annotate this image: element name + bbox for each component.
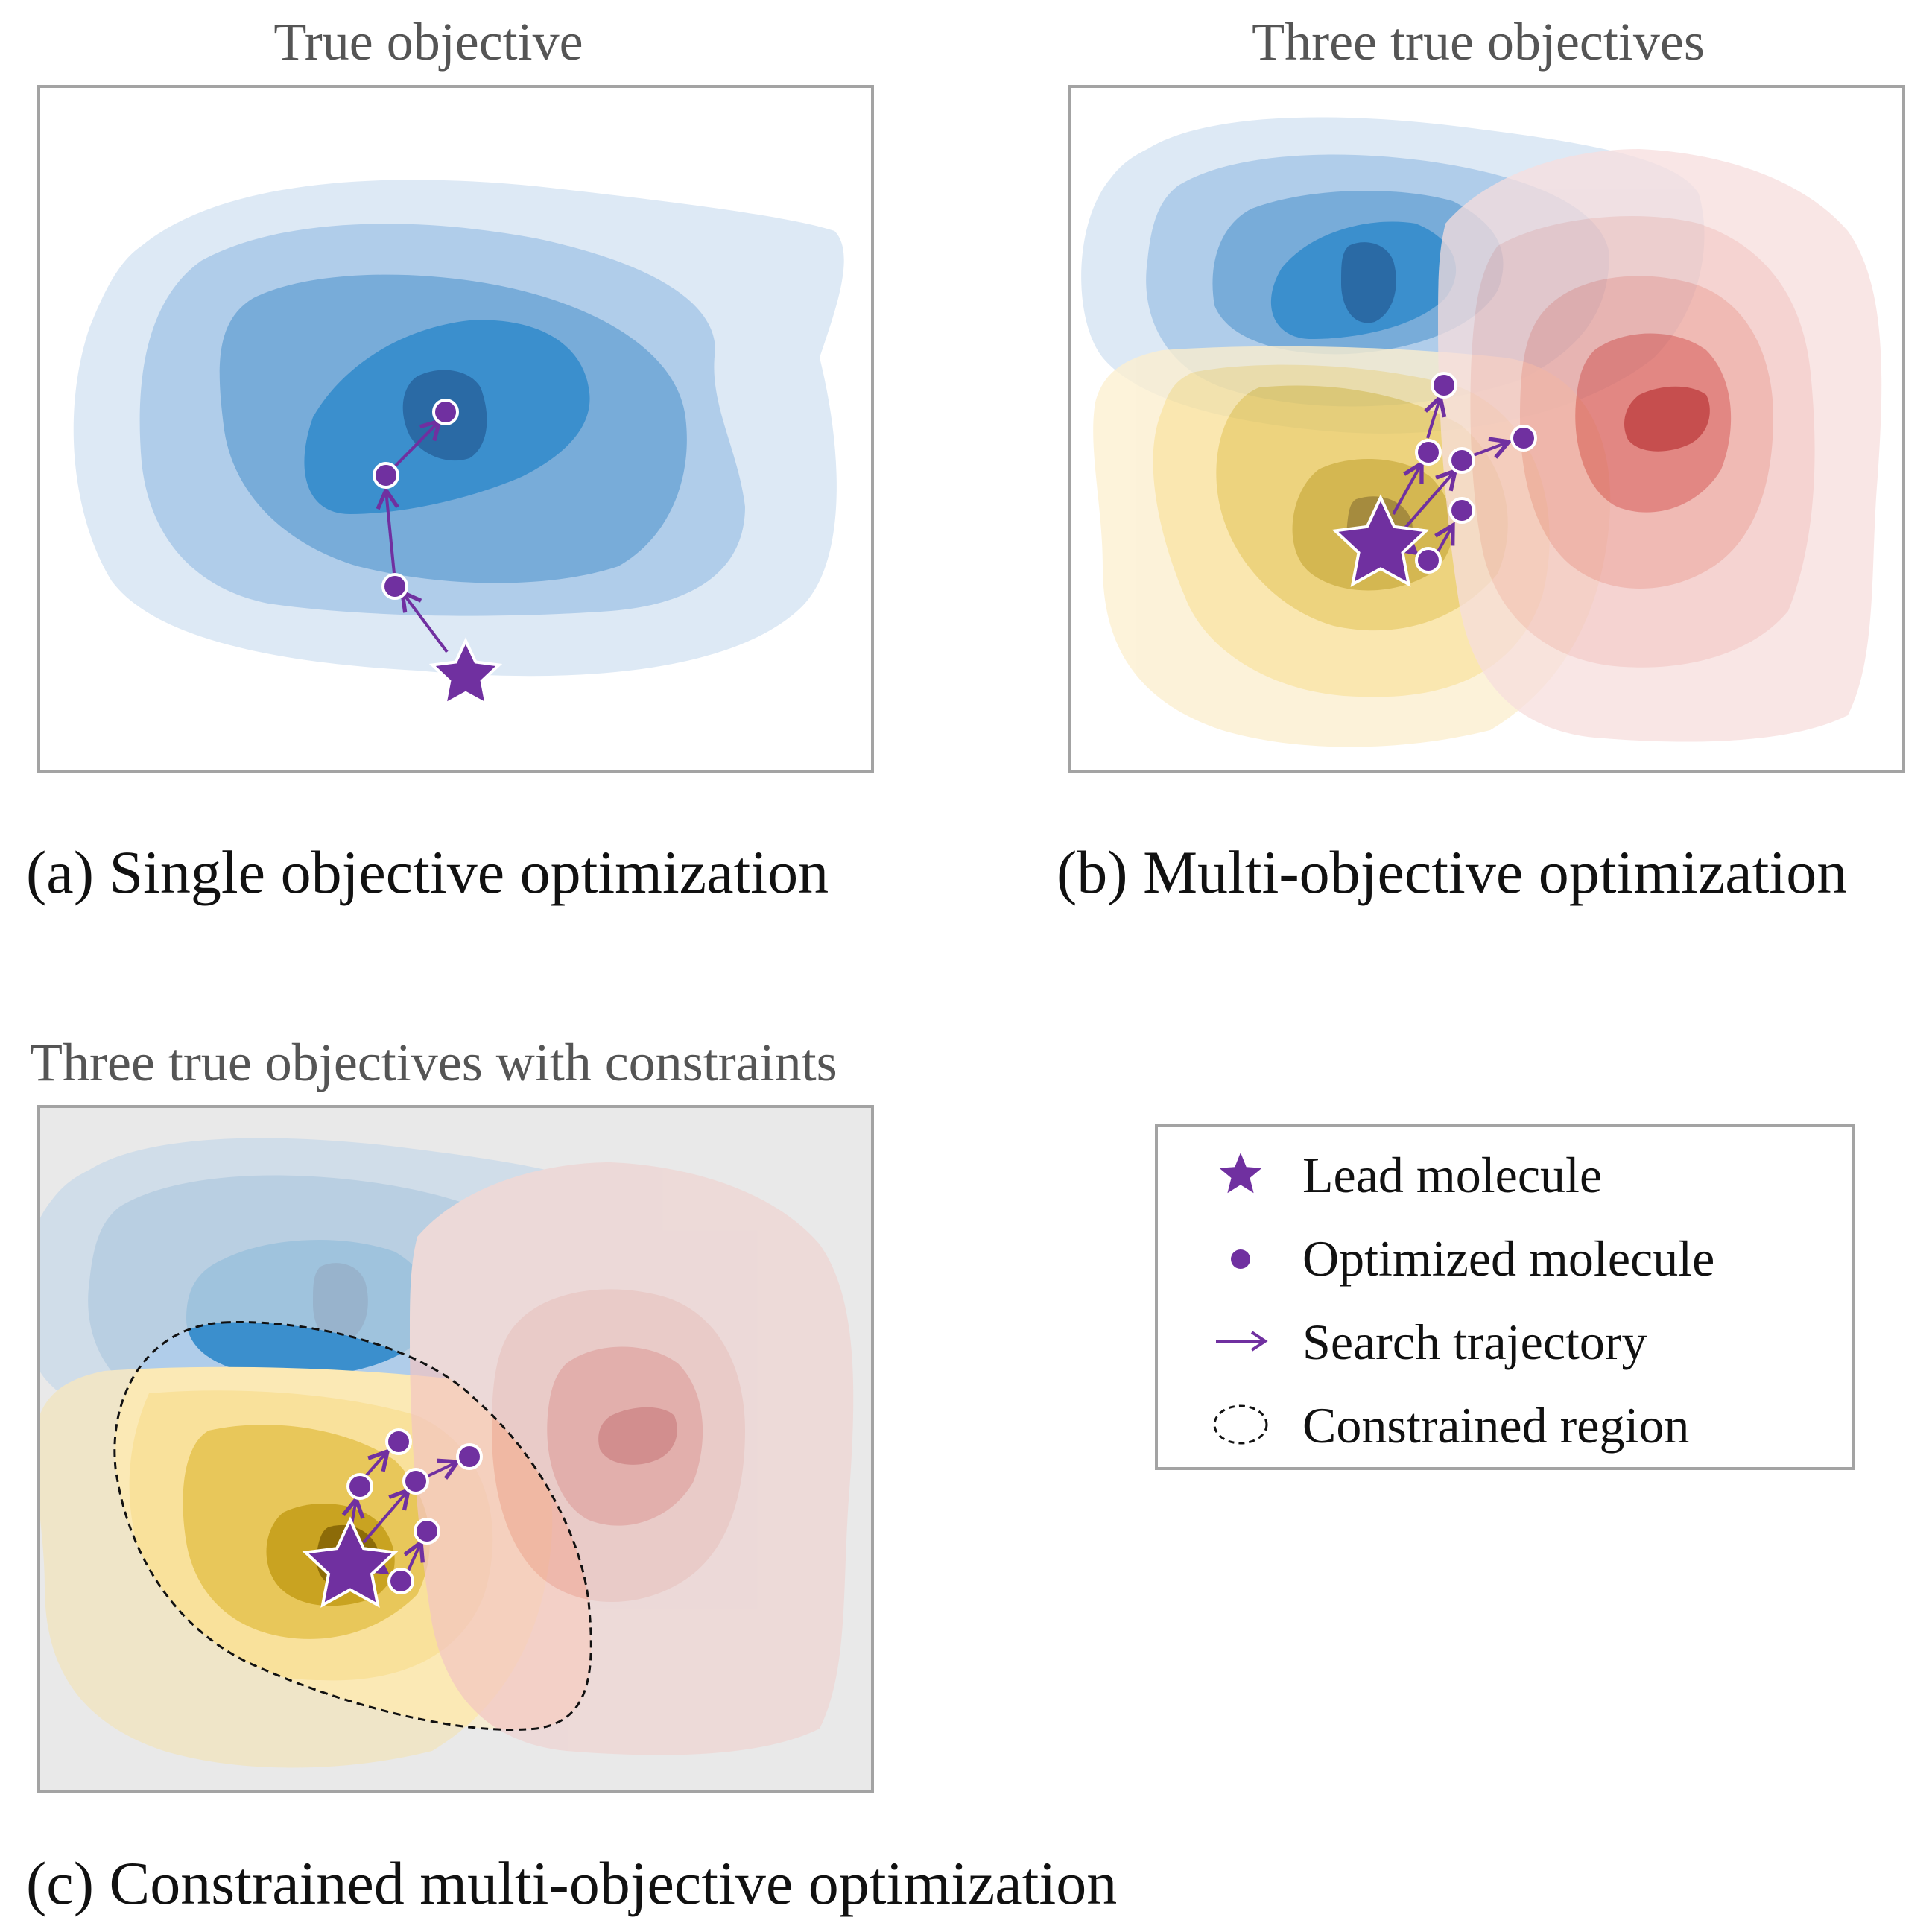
panel-a-trajectory (373, 399, 503, 707)
lead-molecule-star (428, 637, 503, 707)
optimized-molecule (456, 1443, 483, 1470)
trajectory-arrow (425, 1462, 457, 1477)
trajectory-arrow (362, 1490, 408, 1544)
lead-molecule-star (302, 1516, 399, 1608)
trajectory-arrow (364, 1451, 387, 1478)
panel-b-trajectory (1331, 372, 1537, 587)
legend-frame (1155, 1124, 1855, 1470)
legend-label-search-trajectory: Search trajectory (1302, 1314, 1647, 1370)
panel-a-title: True objective (273, 12, 583, 72)
optimized-molecule (414, 1518, 440, 1545)
optimized-molecule (381, 573, 408, 600)
trajectory-arrow (1428, 397, 1440, 439)
dashed-ellipse-icon (1213, 1404, 1268, 1445)
panel-b-caption: (b) Multi-objective optimization (1057, 838, 1847, 906)
optimized-molecule (1510, 425, 1537, 452)
trajectory-arrow (402, 592, 449, 653)
optimized-molecule (402, 1468, 429, 1495)
star-icon (1219, 1153, 1262, 1194)
panel-b-title: Three true objectives (1252, 12, 1705, 72)
panel-c-title: Three true objectives with constraints (30, 1033, 837, 1092)
trajectory-arrow (1471, 442, 1509, 456)
legend-label-constrained-region: Constrained region (1302, 1397, 1689, 1454)
optimized-molecule (1415, 439, 1442, 466)
arrow-icon (1216, 1331, 1268, 1352)
blue-objective-contours (73, 180, 844, 677)
trajectory-arrow (386, 490, 395, 582)
trajectory-arrow (1399, 471, 1455, 534)
lead-molecule-star (1331, 494, 1430, 587)
optimized-molecule (385, 1428, 412, 1455)
panel-a-plot (73, 180, 844, 707)
trajectory-arrow (1438, 525, 1453, 552)
panel-c-caption: (c) Constrained multi-objective optimiza… (26, 1849, 1117, 1917)
faded-contours (39, 1138, 854, 1768)
red-objective-contours (1438, 149, 1882, 742)
constrained-region-boundary (113, 1321, 592, 1732)
panel-a-frame (37, 85, 874, 773)
panel-c-trajectory (302, 1428, 483, 1608)
panel-c-frame (37, 1105, 874, 1793)
trajectory-arrow (392, 421, 440, 469)
optimized-molecule (1448, 497, 1475, 524)
dot-icon (1231, 1249, 1250, 1269)
legend-label-optimized-molecule: Optimized molecule (1302, 1230, 1714, 1287)
optimized-molecule (1448, 447, 1475, 474)
optimized-molecule (373, 462, 399, 489)
optimized-molecule (387, 1568, 414, 1594)
optimized-molecule (346, 1473, 373, 1500)
panel-b-plot (1081, 117, 1882, 747)
optimized-molecule (1431, 372, 1457, 399)
optimized-molecule (1415, 547, 1442, 574)
panel-c-plot (39, 1106, 872, 1792)
legend-label-lead-molecule: Lead molecule (1302, 1147, 1602, 1203)
panel-a-caption: (a) Single objective optimization (26, 838, 829, 906)
trajectory-arrow (408, 1542, 421, 1571)
panel-b-frame (1068, 85, 1905, 773)
trajectory-arrow (1392, 463, 1422, 515)
optimized-molecule (432, 399, 459, 425)
legend: Lead molecule Optimized molecule Search … (1155, 1124, 1855, 1470)
